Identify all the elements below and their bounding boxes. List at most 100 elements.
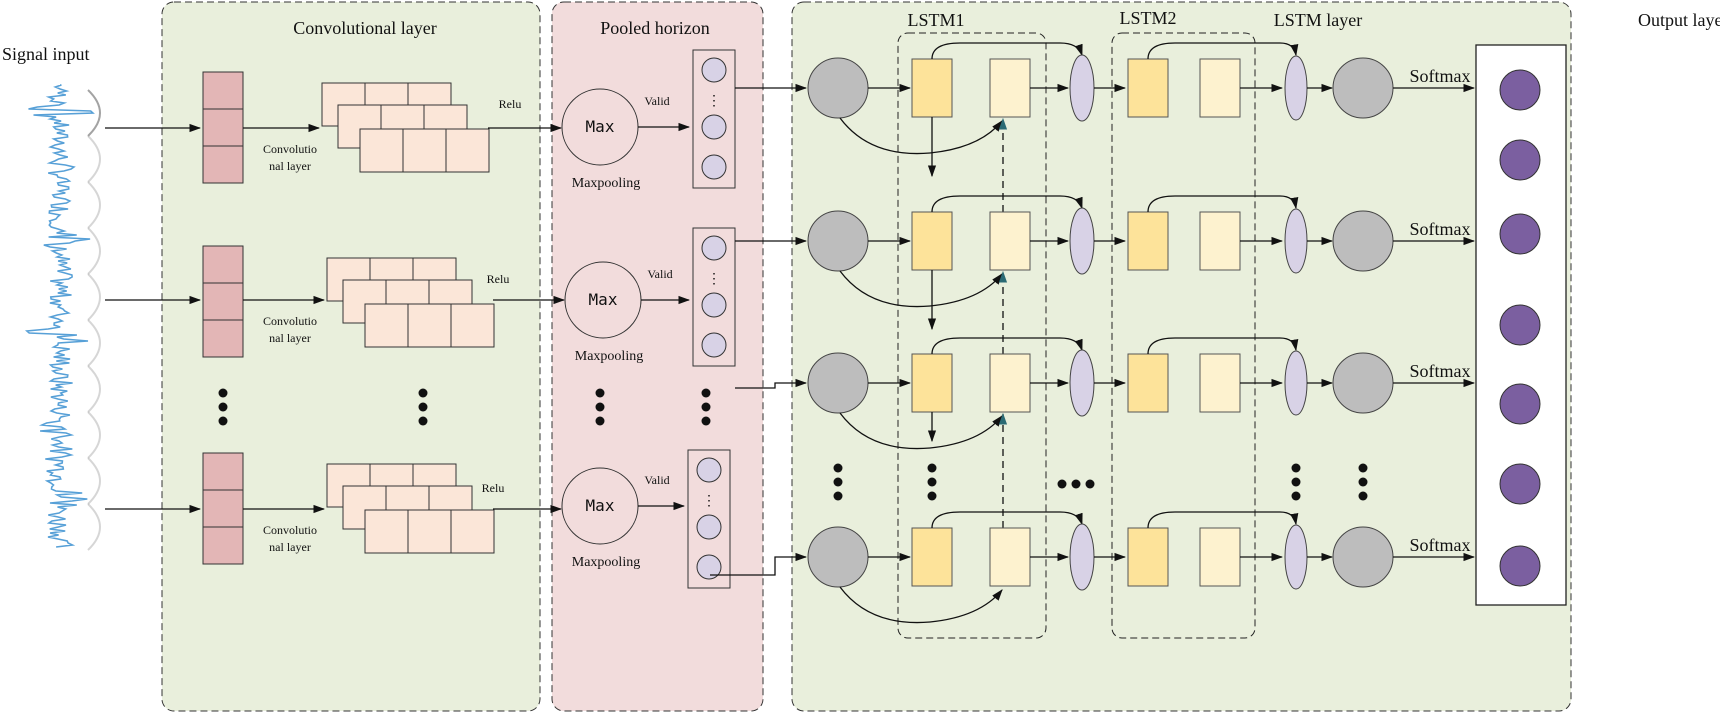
bypass-arrow	[931, 511, 1083, 529]
maxpooling-label: Maxpooling	[572, 176, 640, 191]
conv-label-line2: nal layer	[269, 159, 311, 173]
bypass-arrow	[1147, 195, 1299, 213]
pooled-node	[701, 154, 727, 180]
input-node	[807, 352, 869, 414]
output-nodes	[1499, 69, 1541, 587]
lstm1-output-node	[1069, 349, 1095, 417]
pooled-node	[701, 114, 727, 140]
signal-segment-arc	[87, 365, 101, 413]
lstm1-gate	[911, 211, 953, 271]
ellipsis-dot	[1057, 479, 1067, 489]
lstm1-output-node	[1069, 523, 1095, 591]
ellipsis-dot	[833, 491, 843, 501]
pooled-vector	[692, 49, 736, 189]
maxpooling-label: Maxpooling	[572, 555, 640, 570]
pooled-ellipsis: ⋮	[707, 272, 721, 287]
output-node	[1499, 304, 1541, 346]
feature-map-cell	[402, 128, 447, 173]
ellipsis-dot	[927, 477, 937, 487]
feature-map-cell	[407, 303, 452, 348]
ellipsis-dot	[1291, 491, 1301, 501]
lstm-panel	[791, 1, 1572, 712]
signal-segment-arc	[87, 227, 101, 275]
skip-arrow	[839, 270, 1003, 308]
kernel-cell	[202, 319, 244, 358]
softmax-label: Softmax	[1410, 219, 1471, 239]
signal-segment-arc	[87, 273, 101, 321]
bypass-arrow	[931, 195, 1083, 213]
lstm1-box	[897, 32, 1047, 639]
lstm1-output-node	[1069, 54, 1095, 122]
ellipsis-dot	[927, 463, 937, 473]
output-layer-title: Output layer	[1638, 10, 1720, 30]
lstm-output-node	[1332, 210, 1394, 272]
lstm1-cell	[989, 353, 1031, 413]
output-node	[1499, 545, 1541, 587]
lstm1-gate	[911, 353, 953, 413]
convolutional-layer-title: Convolutional layer	[293, 18, 436, 38]
ellipsis-dot	[1291, 477, 1301, 487]
ellipsis-dot	[418, 416, 428, 426]
ellipsis-dot	[1358, 477, 1368, 487]
pooled-ellipsis: ⋮	[707, 94, 721, 109]
bypass-arrow	[931, 337, 1083, 355]
feature-map-cell	[364, 509, 409, 554]
bypass-arrow	[1147, 511, 1299, 529]
valid-label: Valid	[644, 94, 669, 108]
kernel-cell	[202, 108, 244, 147]
lstm2-cell	[1199, 58, 1241, 118]
pooled-node	[701, 57, 727, 83]
bypass-arrow	[931, 42, 1083, 60]
max-label: Max	[586, 496, 615, 515]
signal-segment-arc	[87, 411, 101, 459]
signal-segment-arc	[87, 457, 101, 505]
output-node	[1499, 69, 1541, 111]
kernel-cell	[202, 282, 244, 321]
lstm2-gate	[1127, 58, 1169, 118]
ellipsis-dot	[1358, 463, 1368, 473]
signal-segment-arc	[87, 319, 101, 367]
ellipsis-dot	[701, 402, 711, 412]
lstm-output-node	[1332, 352, 1394, 414]
skip-arrow	[839, 117, 1003, 155]
max-label: Max	[586, 117, 615, 136]
feature-map-cell	[364, 303, 409, 348]
feature-map-cell	[407, 509, 452, 554]
lstm1-cell	[989, 527, 1031, 587]
kernel-cell	[202, 452, 244, 491]
lstm2-title: LSTM2	[1119, 8, 1176, 28]
lstm2-box	[1111, 32, 1256, 639]
lstm1-output-node	[1069, 207, 1095, 275]
lstm-output-node	[1332, 526, 1394, 588]
bypass-arrow	[1147, 42, 1299, 60]
lstm-row: Softmax	[735, 42, 1476, 212]
signal-input-title: Signal input	[2, 44, 90, 64]
kernel-cell	[202, 526, 244, 565]
ellipsis-dot	[418, 402, 428, 412]
pooled-node	[701, 332, 727, 358]
pooled-vector	[687, 449, 731, 589]
lstm2-cell	[1199, 353, 1241, 413]
ellipsis-dot	[701, 388, 711, 398]
lstm1-gate	[911, 527, 953, 587]
pooled-to-lstm-arrow	[710, 552, 808, 576]
signal-trace	[24, 84, 95, 548]
lstm1-cell	[989, 211, 1031, 271]
skip-arrow	[839, 586, 1003, 624]
lstm-row: Softmax	[735, 195, 1476, 354]
feature-map-cell	[450, 509, 495, 554]
ellipsis-dot	[833, 477, 843, 487]
lstm2-output-node	[1284, 524, 1308, 590]
ellipsis-dot	[833, 463, 843, 473]
pooled-node	[696, 554, 722, 580]
lstm2-cell	[1199, 211, 1241, 271]
conv-label-line1: Convolutio	[263, 523, 317, 537]
pooled-node	[696, 514, 722, 540]
maxpooling-label: Maxpooling	[575, 349, 643, 364]
convolution-rows: Convolutional layerReluMaxValidMaxpoolin…	[105, 49, 736, 589]
kernel-cell	[202, 245, 244, 284]
input-node	[807, 210, 869, 272]
softmax-label: Softmax	[1410, 535, 1471, 555]
ellipsis-dot	[595, 402, 605, 412]
